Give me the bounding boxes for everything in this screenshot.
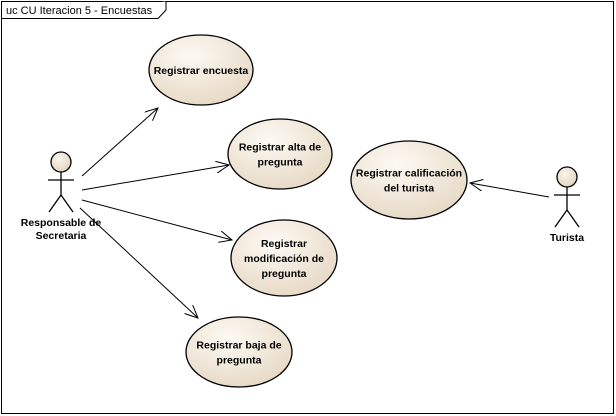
associations-layer xyxy=(79,108,550,318)
usecase-uc3[interactable]: Registrar modificación de pregunta xyxy=(230,219,338,297)
frame-title-tab xyxy=(1,1,167,19)
usecase-ellipse xyxy=(227,118,333,190)
usecase-uc1[interactable]: Registrar encuesta xyxy=(148,34,254,106)
association-responsable-uc3 xyxy=(81,199,232,240)
actor-label-line: Secretaria xyxy=(36,230,87,242)
usecase-uc2[interactable]: Registrar alta de pregunta xyxy=(227,118,333,190)
usecase-label-line: pregunta xyxy=(262,268,307,280)
actor-label-line: Responsable de xyxy=(21,217,102,229)
usecase-label-line: Registrar encuesta xyxy=(154,65,249,77)
usecase-ellipse xyxy=(350,140,468,220)
usecase-label-line: pregunta xyxy=(258,157,303,169)
actor-turista[interactable]: Turista xyxy=(550,166,584,244)
usecase-label-line: modificación de xyxy=(244,253,324,265)
usecase-ellipse xyxy=(148,34,254,106)
usecase-label-line: pregunta xyxy=(217,355,262,367)
actor-leg-left xyxy=(554,209,568,228)
usecase-label-line: Registrar baja de xyxy=(196,340,281,352)
actor-head-icon xyxy=(556,166,578,188)
association-responsable-uc1 xyxy=(81,108,158,177)
association-responsable-uc4 xyxy=(79,207,198,318)
usecase-ellipse xyxy=(185,316,293,388)
actor-leg-left xyxy=(48,194,62,213)
usecase-label-line: Registrar xyxy=(261,238,307,250)
actor-leg-right xyxy=(566,209,580,228)
actor-head-icon xyxy=(50,151,72,173)
association-turista-uc5 xyxy=(470,183,550,198)
frame-title: uc CU Iteracion 5 - Encuestas xyxy=(6,5,153,17)
usecase-uc5[interactable]: Registrar calificación del turista xyxy=(350,140,468,220)
usecase-label-line: Registrar alta de xyxy=(239,142,321,154)
association-responsable-uc2 xyxy=(81,165,229,191)
actor-leg-right xyxy=(60,194,74,213)
usecase-label-line: del turista xyxy=(384,183,434,195)
usecase-uc4[interactable]: Registrar baja de pregunta xyxy=(185,316,293,388)
actor-label-line: Turista xyxy=(550,232,584,244)
usecase-label-line: Registrar calificación xyxy=(356,168,462,180)
usecase-ellipse xyxy=(230,219,338,297)
